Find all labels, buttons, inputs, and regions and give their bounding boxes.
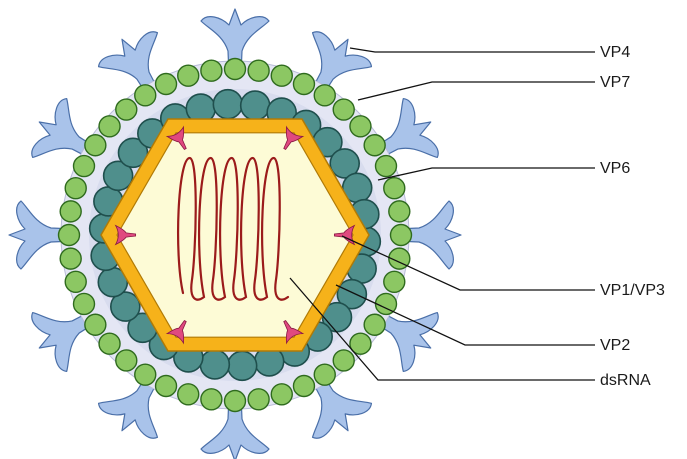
label-dsrna: dsRNA — [600, 372, 651, 389]
vp7-bead — [364, 135, 385, 156]
vp7-bead — [350, 116, 371, 137]
vp7-bead — [60, 201, 81, 222]
label-vp1-vp3: VP1/VP3 — [600, 282, 665, 299]
vp7-bead — [178, 384, 199, 405]
vp7-bead — [225, 391, 246, 412]
vp4-leader-line — [350, 48, 595, 52]
vp7-bead — [314, 364, 335, 385]
vp6-bead — [241, 91, 270, 120]
vp7-bead — [201, 60, 222, 81]
vp6-leader-line — [378, 168, 595, 180]
vp7-bead — [135, 364, 156, 385]
vp7-bead — [248, 60, 269, 81]
vp7-bead — [178, 65, 199, 86]
vp7-bead — [314, 85, 335, 106]
vp7-bead — [389, 201, 410, 222]
vp7-bead — [333, 350, 354, 371]
vp7-bead — [99, 333, 120, 354]
vp7-leader-line — [358, 82, 595, 100]
vp7-bead — [74, 293, 95, 314]
vp7-bead — [293, 74, 314, 95]
vp7-bead — [391, 225, 412, 246]
vp6-bead — [200, 350, 229, 379]
vp7-bead — [271, 384, 292, 405]
vp7-bead — [65, 271, 86, 292]
label-vp6: VP6 — [600, 160, 630, 177]
vp7-bead — [74, 156, 95, 177]
vp7-bead — [225, 59, 246, 80]
vp7-bead — [201, 389, 222, 410]
vp7-bead — [384, 178, 405, 199]
vp7-bead — [116, 99, 137, 120]
label-group: VP4 VP7 VP6 VP1/VP3 VP2 dsRNA — [600, 44, 665, 389]
vp7-bead — [85, 314, 106, 335]
vp7-bead — [116, 350, 137, 371]
vp7-bead — [65, 178, 86, 199]
vp6-bead — [228, 351, 257, 380]
vp7-bead — [384, 271, 405, 292]
vp7-bead — [364, 314, 385, 335]
label-vp4: VP4 — [600, 44, 630, 61]
vp7-bead — [85, 135, 106, 156]
virion-particle — [9, 9, 461, 459]
vp7-bead — [135, 85, 156, 106]
vp7-bead — [59, 225, 80, 246]
vp7-bead — [376, 156, 397, 177]
vp6-bead — [213, 90, 242, 119]
vp7-bead — [333, 99, 354, 120]
vp7-bead — [156, 376, 177, 397]
vp7-bead — [60, 248, 81, 269]
vp7-bead — [271, 65, 292, 86]
vp7-bead — [99, 116, 120, 137]
label-vp2: VP2 — [600, 337, 630, 354]
vp7-bead — [156, 74, 177, 95]
vp7-bead — [248, 389, 269, 410]
vp7-bead — [293, 376, 314, 397]
label-vp7: VP7 — [600, 74, 630, 91]
